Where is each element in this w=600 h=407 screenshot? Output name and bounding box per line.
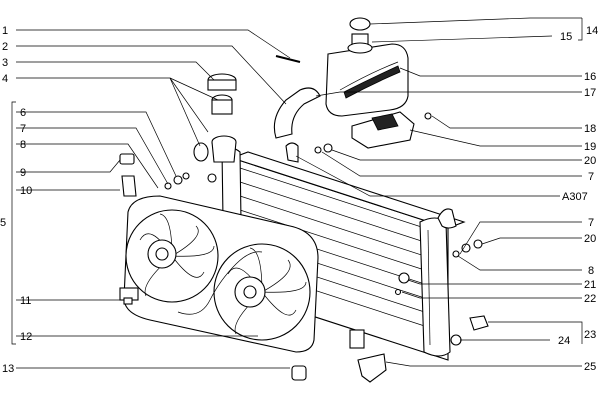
plug-22 xyxy=(394,288,402,296)
sensor-21 xyxy=(398,272,410,284)
callout-11: 11 xyxy=(20,295,31,307)
leader-lines xyxy=(11,17,583,369)
screw-18 xyxy=(424,112,432,120)
callout-3: 3 xyxy=(2,57,8,69)
callout-22: 22 xyxy=(584,293,596,305)
callout-8-right: 8 xyxy=(588,265,594,277)
callout-24: 24 xyxy=(558,335,570,347)
fan-wiring xyxy=(177,251,263,315)
callout-14: 14 xyxy=(586,25,598,37)
expansion-tank xyxy=(325,17,409,117)
fan-connector xyxy=(119,287,139,305)
callout-15: 15 xyxy=(560,31,572,43)
radiator-bottom-connector xyxy=(349,329,365,349)
callout-17: 17 xyxy=(584,87,596,99)
callout-7-mid: 7 xyxy=(588,171,594,183)
callout-20-top: 20 xyxy=(584,155,596,167)
radiator-cap xyxy=(207,73,237,115)
bracket-25 xyxy=(357,353,387,383)
callout-7-right: 7 xyxy=(588,217,594,229)
mount-bracket xyxy=(119,153,137,197)
callout-4: 4 xyxy=(2,73,8,85)
thermo-switch xyxy=(450,315,489,346)
fan-left xyxy=(125,209,219,303)
callout-10: 10 xyxy=(20,185,32,197)
callout-23: 23 xyxy=(584,329,596,341)
callout-1: 1 xyxy=(2,25,8,37)
coolant-hose xyxy=(273,87,321,139)
breather-pipe xyxy=(275,55,301,63)
plug-13 xyxy=(291,365,307,381)
callout-12: 12 xyxy=(20,331,32,343)
fan-right xyxy=(213,243,311,341)
tank-bracket xyxy=(351,111,415,149)
callout-9: 9 xyxy=(20,167,26,179)
callout-18: 18 xyxy=(584,123,596,135)
callout-16: 16 xyxy=(584,71,596,83)
figure-code: A307 xyxy=(562,191,588,203)
callout-7-left: 7 xyxy=(20,123,26,135)
callout-13: 13 xyxy=(2,363,14,375)
callout-5: 5 xyxy=(0,217,6,229)
callout-2: 2 xyxy=(2,41,8,53)
callout-19: 19 xyxy=(584,141,596,153)
screws-left xyxy=(164,172,217,190)
callout-6: 6 xyxy=(20,107,26,119)
callout-8-left: 8 xyxy=(20,139,26,151)
filler-neck xyxy=(193,135,237,163)
screws-middle xyxy=(285,142,333,163)
callout-25: 25 xyxy=(584,361,596,373)
callout-21: 21 xyxy=(584,279,596,291)
callout-20-right: 20 xyxy=(584,233,596,245)
radiator xyxy=(221,147,466,361)
callout-labels: 1 2 3 4 5 6 7 8 9 10 11 12 13 14 15 16 1… xyxy=(0,25,598,375)
